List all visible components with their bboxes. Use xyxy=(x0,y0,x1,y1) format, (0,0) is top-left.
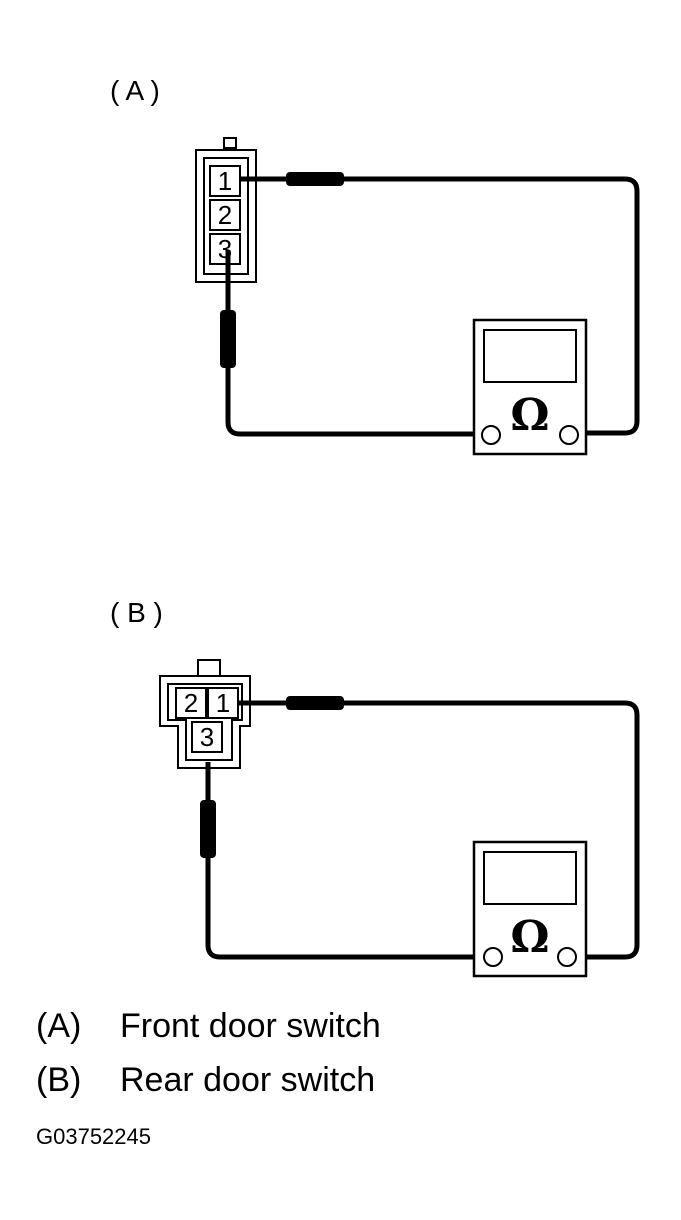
connector-b-pin-cell-2 xyxy=(175,687,207,719)
figure-id: G03752245 xyxy=(36,1124,151,1149)
connector-b-pin-cell-3 xyxy=(191,721,223,753)
ohmmeter-a-terminal-right xyxy=(559,425,579,445)
wire-b-pin3-to-meter xyxy=(205,762,484,960)
connector-b-pin-1: 1 xyxy=(216,688,230,718)
connector-a-pin-2: 2 xyxy=(218,200,232,230)
probe-b-2 xyxy=(200,800,216,858)
legend-key: (A) xyxy=(36,1007,82,1045)
ohmmeter-a: Ω xyxy=(472,318,588,456)
probe-a-2 xyxy=(220,310,236,368)
legend-text: Rear door switch xyxy=(120,1061,376,1099)
ohmmeter-b-terminal-left xyxy=(483,947,503,967)
connector-a-latch xyxy=(223,137,237,149)
ohmmeter-b: Ω xyxy=(472,840,588,978)
ohmmeter-a-display xyxy=(483,329,577,383)
ohmmeter-a-terminal-left xyxy=(481,425,501,445)
connector-b xyxy=(159,659,251,769)
ohmmeter-b-display xyxy=(483,851,577,905)
connector-b-inner xyxy=(167,683,243,761)
probe-b-1 xyxy=(286,696,344,710)
diagram-a-label: ( A ) xyxy=(110,75,160,106)
connector-a-pin-cell-3 xyxy=(209,233,241,265)
connector-b-pin-3: 3 xyxy=(200,722,214,752)
probe-a-1 xyxy=(286,172,344,186)
connector-a-pin-cell-2 xyxy=(209,199,241,231)
ohm-symbol-b: Ω xyxy=(510,912,549,963)
connector-b-latch xyxy=(197,659,221,677)
wire-a-pin3-to-meter xyxy=(225,250,485,437)
diagram-a: ( A ) 1 2 3 Ω xyxy=(110,75,640,456)
diagram-b: ( B ) 2 1 3 Ω xyxy=(110,597,640,978)
connector-a-pin-1: 1 xyxy=(218,166,232,196)
diagram-b-label: ( B ) xyxy=(110,597,163,628)
legend-key: (B) xyxy=(36,1061,82,1099)
legend-text: Front door switch xyxy=(120,1007,381,1045)
legend-item-rear-door-switch: (B) Rear door switch xyxy=(36,1060,375,1100)
connector-b-pin-2: 2 xyxy=(184,688,198,718)
wire-b-pin1-to-meter xyxy=(238,700,640,960)
ohm-symbol-a: Ω xyxy=(510,390,549,441)
wire-a-pin1-to-meter xyxy=(240,176,640,436)
legend-item-front-door-switch: (A) Front door switch xyxy=(36,1006,381,1046)
ohmmeter-b-terminal-right xyxy=(557,947,577,967)
